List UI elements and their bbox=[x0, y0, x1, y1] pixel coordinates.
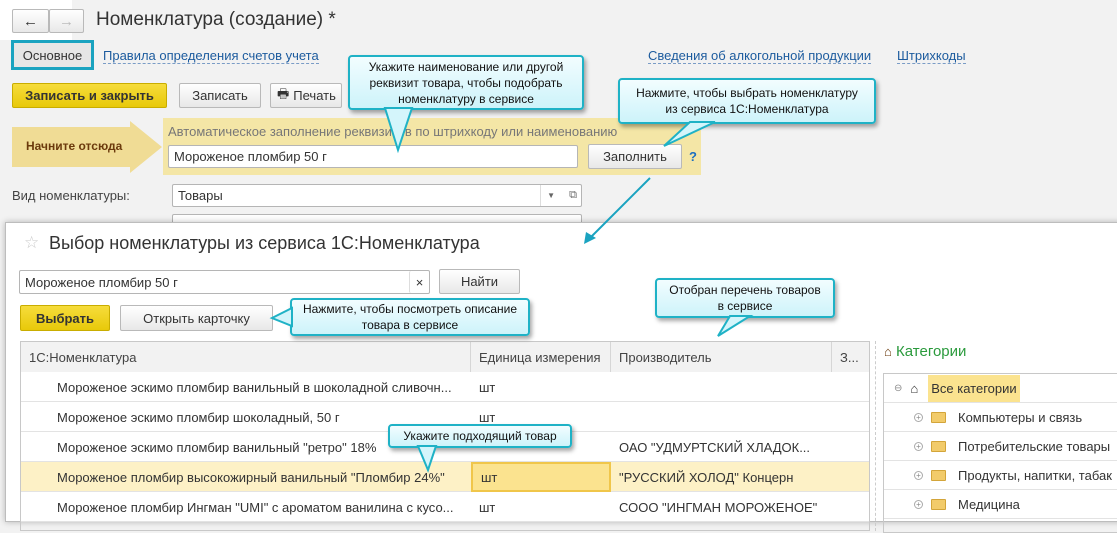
choose-button[interactable]: Выбрать bbox=[20, 305, 110, 331]
page-title: Номенклатура (создание) * bbox=[96, 9, 336, 30]
start-arrow bbox=[12, 121, 162, 173]
results-table: 1С:Номенклатура Единица измерения Произв… bbox=[20, 341, 870, 531]
table-row[interactable]: Мороженое эскимо пломбир ванильный в шок… bbox=[21, 372, 869, 402]
callout-list-selected: Отобран перечень товаров в сервисе bbox=[655, 278, 835, 318]
tab-alcohol-info[interactable]: Сведения об алкогольной продукции bbox=[648, 48, 872, 64]
select-nomenclature-dialog: ☆ Выбор номенклатуры из сервиса 1С:Номен… bbox=[5, 222, 1117, 533]
callout-choose-item: Укажите подходящий товар bbox=[388, 424, 572, 448]
col-header-maker[interactable]: Производитель bbox=[611, 342, 832, 372]
collapse-icon[interactable]: ⊖ bbox=[894, 382, 903, 394]
folder-icon bbox=[931, 440, 946, 452]
printer-icon: 🖶 bbox=[277, 85, 290, 101]
folder-icon bbox=[931, 469, 946, 481]
save-close-button[interactable]: Записать и закрыть bbox=[12, 83, 167, 108]
autofill-caption: Автоматическое заполнение реквизитов по … bbox=[168, 124, 618, 139]
open-icon[interactable]: ⧉ bbox=[569, 189, 577, 201]
expand-icon[interactable]: + bbox=[914, 412, 923, 422]
house-icon: ⌂ bbox=[910, 380, 919, 396]
callout-enter-name: Укажите наименование или другой реквизит… bbox=[348, 55, 584, 110]
table-row-selected[interactable]: Мороженое пломбир высокожирный ванильный… bbox=[21, 462, 869, 492]
expand-icon[interactable]: + bbox=[914, 441, 923, 451]
back-button[interactable]: ← bbox=[12, 9, 49, 33]
tab-accounting-rules[interactable]: Правила определения счетов учета bbox=[103, 48, 319, 64]
find-button[interactable]: Найти bbox=[439, 269, 520, 294]
expand-icon[interactable]: + bbox=[914, 499, 923, 509]
tab-main[interactable]: Основное bbox=[11, 40, 94, 70]
kind-label: Вид номенклатуры: bbox=[12, 188, 130, 203]
help-link[interactable]: ? bbox=[689, 149, 697, 164]
category-all[interactable]: ⊖⌂Все категории bbox=[884, 374, 1117, 403]
folder-icon bbox=[931, 411, 946, 423]
table-row[interactable]: Мороженое эскимо пломбир ванильный "ретр… bbox=[21, 432, 869, 462]
open-card-button[interactable]: Открыть карточку bbox=[120, 305, 273, 331]
autofill-input[interactable]: Мороженое пломбир 50 г bbox=[168, 145, 578, 168]
callout-open-card: Нажмите, чтобы посмотреть описание товар… bbox=[290, 298, 530, 336]
home-icon: ⌂ bbox=[884, 344, 892, 359]
category-item[interactable]: +Компьютеры и связь bbox=[884, 403, 1117, 432]
categories-header: ⌂ Категории bbox=[884, 343, 967, 360]
search-input[interactable]: Мороженое пломбир 50 г bbox=[19, 270, 430, 294]
expand-icon[interactable]: + bbox=[914, 470, 923, 480]
start-label: Начните отсюда bbox=[26, 139, 123, 153]
callout-press-fill: Нажмите, чтобы выбрать номенклатуру из с… bbox=[618, 78, 876, 124]
favorite-star-icon[interactable]: ☆ bbox=[24, 233, 40, 252]
category-item[interactable]: +Продукты, напитки, табак bbox=[884, 461, 1117, 490]
kind-select[interactable]: Товары▼⧉ bbox=[172, 184, 582, 207]
clear-search-button[interactable]: × bbox=[409, 271, 429, 293]
save-button[interactable]: Записать bbox=[179, 83, 261, 108]
category-item[interactable]: +Потребительские товары bbox=[884, 432, 1117, 461]
categories-tree: ⊖⌂Все категории +Компьютеры и связь +Пот… bbox=[883, 373, 1117, 533]
col-header-extra[interactable]: З... bbox=[832, 342, 869, 372]
tab-barcodes[interactable]: Штрихкоды bbox=[897, 48, 966, 64]
print-button[interactable]: 🖶Печать bbox=[270, 83, 342, 108]
col-header-name[interactable]: 1С:Номенклатура bbox=[21, 342, 471, 372]
forward-button[interactable]: → bbox=[49, 9, 84, 33]
col-header-unit[interactable]: Единица измерения bbox=[471, 342, 611, 372]
dialog-title: Выбор номенклатуры из сервиса 1С:Номенкл… bbox=[49, 233, 480, 253]
fill-button[interactable]: Заполнить bbox=[588, 144, 682, 169]
splitter[interactable] bbox=[875, 341, 876, 531]
folder-icon bbox=[931, 498, 946, 510]
category-item[interactable]: +Медицина bbox=[884, 490, 1117, 519]
dropdown-icon[interactable]: ▼ bbox=[540, 185, 555, 206]
